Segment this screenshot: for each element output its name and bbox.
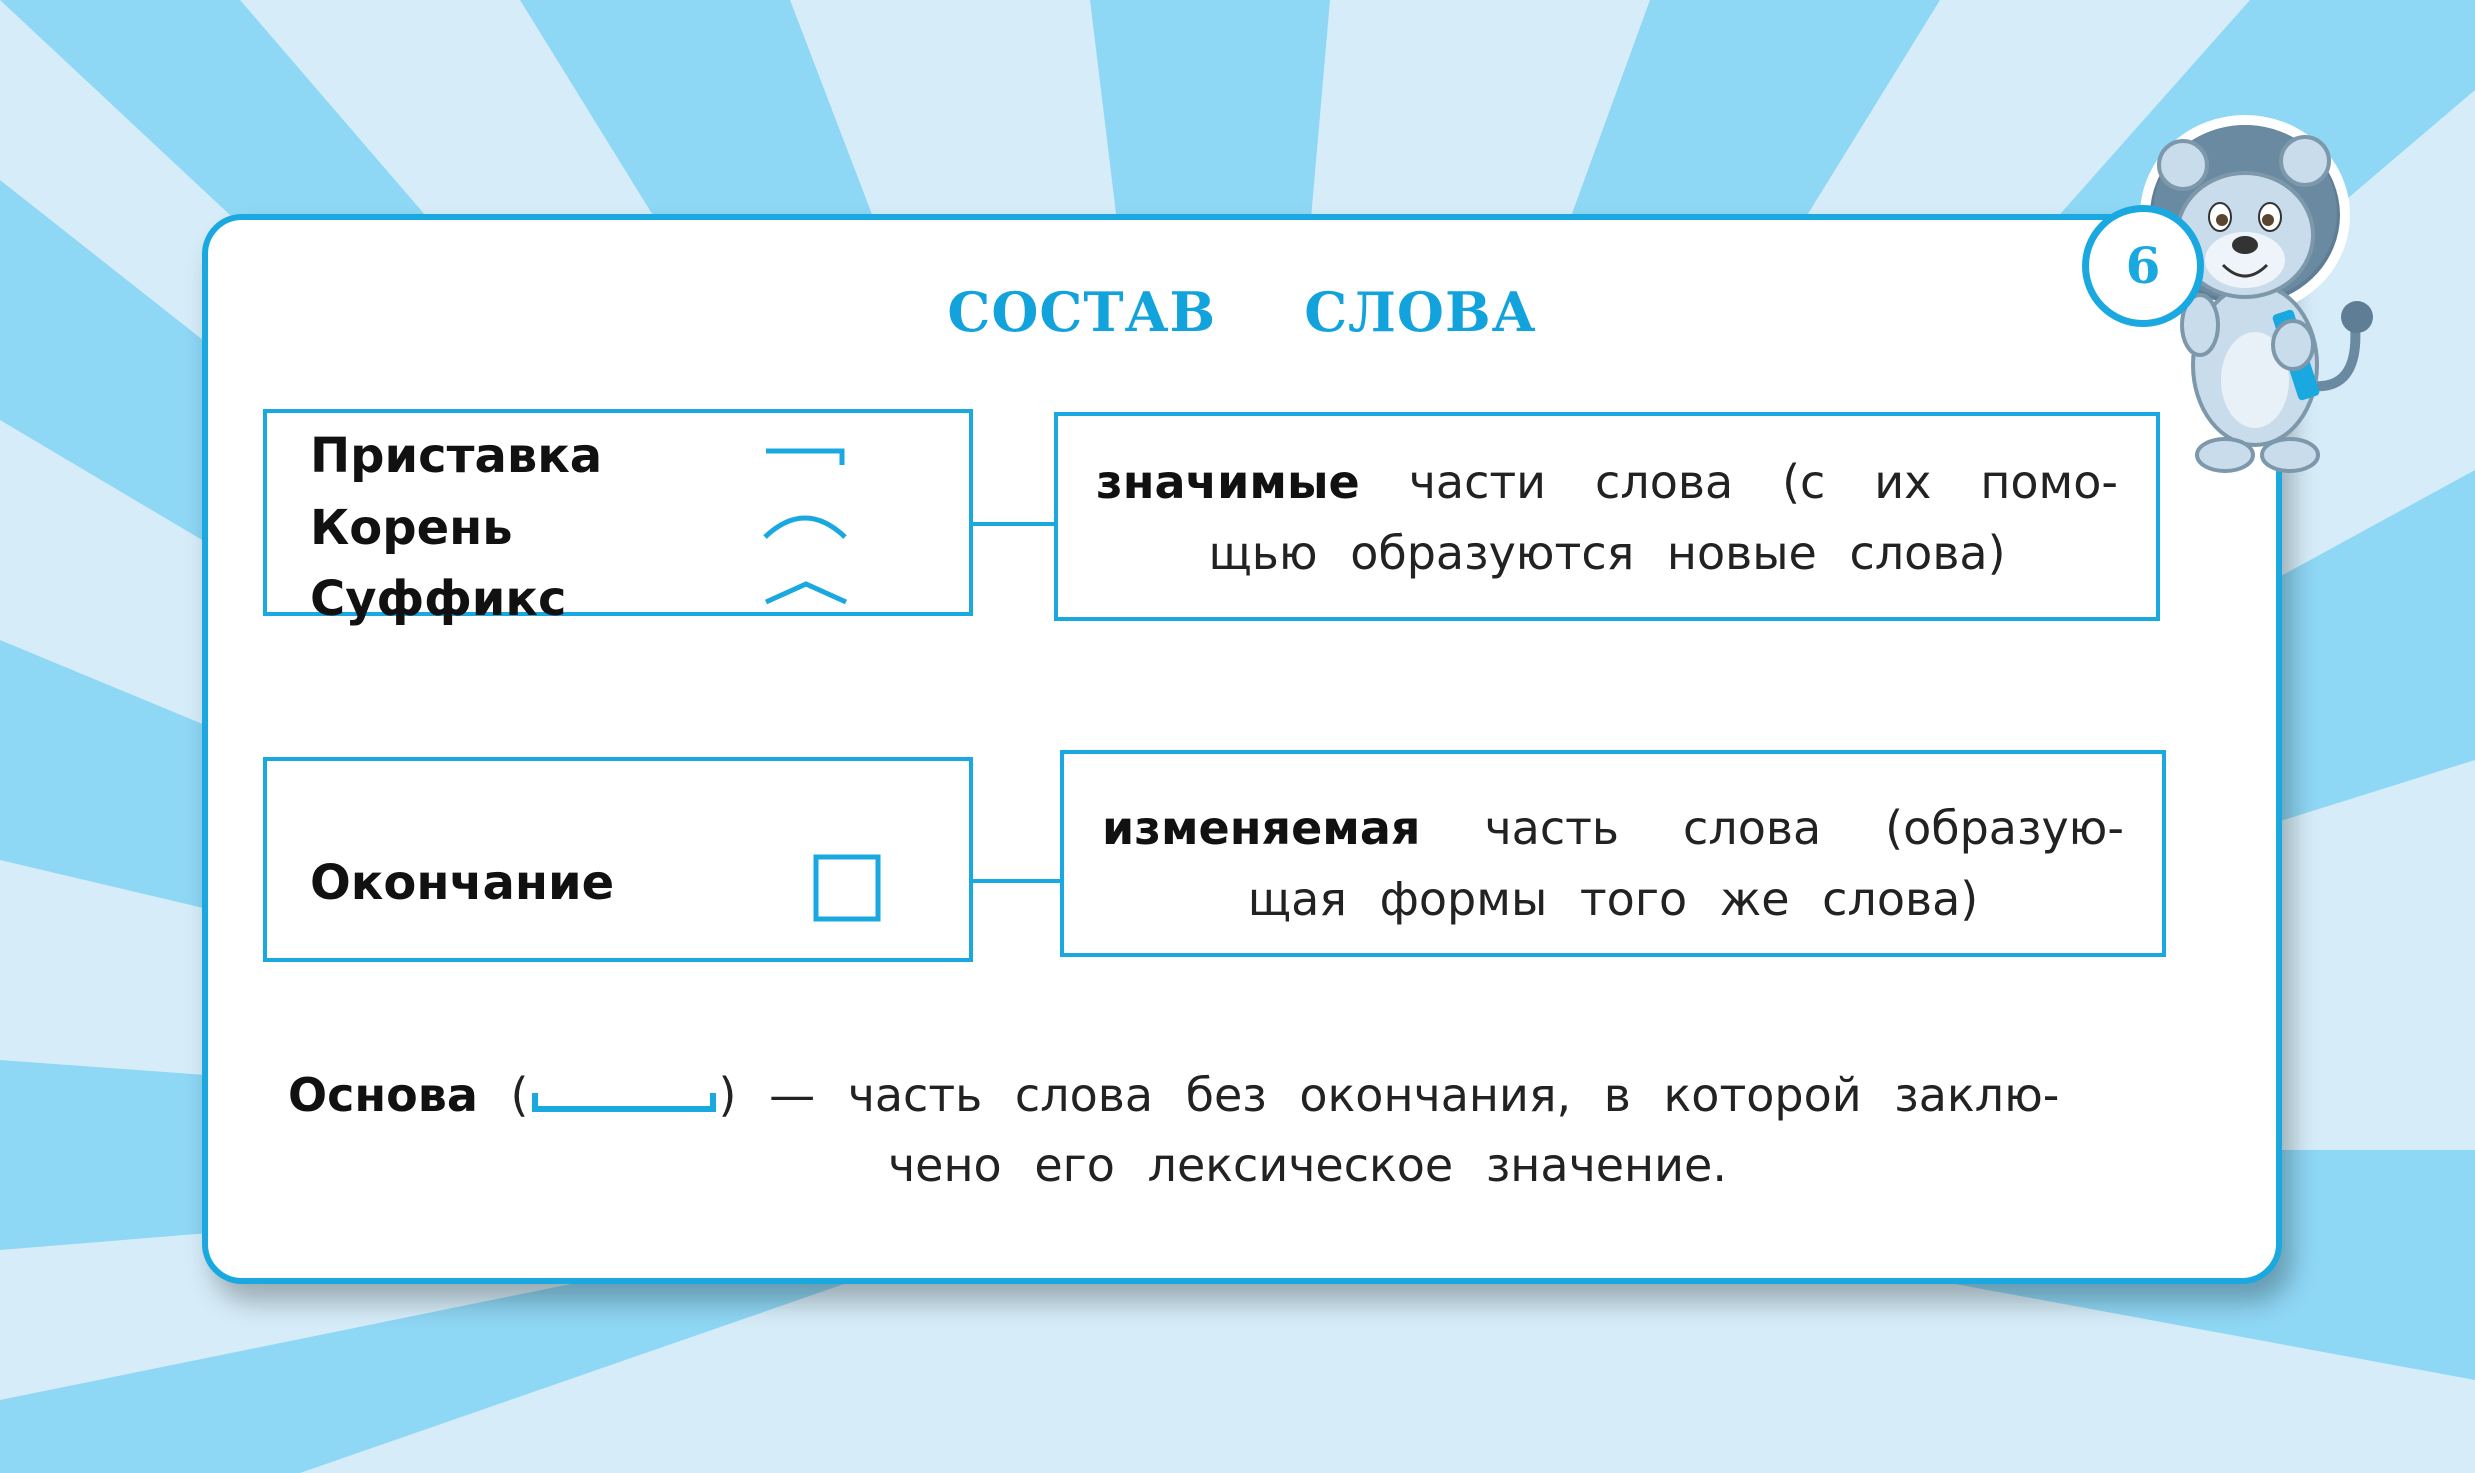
stem-line1-rest: ) — часть слова без окончания, в которой… xyxy=(718,1068,2060,1122)
stem-bracket-icon xyxy=(531,1093,716,1112)
prefix-mark-icon xyxy=(766,448,845,465)
changeable-rest: часть слова (образую-щая формы того же с… xyxy=(1247,801,2124,926)
suffix-label: Суффикс xyxy=(310,571,567,627)
root-label: Корень xyxy=(310,500,513,556)
stem-line2: чено его лексическое значение. xyxy=(888,1138,1727,1192)
root-arc-icon xyxy=(763,515,847,539)
ending-label: Окончание xyxy=(310,855,615,911)
significant-rest: части слова (с их помо-щью образуются но… xyxy=(1208,455,2118,580)
stem-bold: Основа xyxy=(288,1068,478,1122)
changeable-bold: изменяемая xyxy=(1102,801,1421,855)
suffix-caret-icon xyxy=(764,581,848,605)
prefix-label: Приставка xyxy=(310,428,603,484)
significant-box: значимые части слова (с их помо-щью обра… xyxy=(1054,412,2160,621)
card-title: СОСТАВ СЛОВА xyxy=(208,280,2276,344)
ending-square-icon xyxy=(813,854,881,922)
connector-line-2 xyxy=(973,879,1060,883)
changeable-description: изменяемая часть слова (образую-щая форм… xyxy=(1102,793,2124,935)
significant-bold: значимые xyxy=(1096,455,1360,509)
page-number-badge: 6 xyxy=(2082,205,2204,327)
stem-open-paren: ( xyxy=(510,1068,529,1122)
title-word-2: СЛОВА xyxy=(1304,280,1537,344)
title-word-1: СОСТАВ xyxy=(947,280,1217,344)
changeable-box: изменяемая часть слова (образую-щая форм… xyxy=(1060,750,2166,957)
significant-description: значимые части слова (с их помо-щью обра… xyxy=(1096,447,2118,589)
stem-definition: Основа ( ) — часть слова без окончания, в… xyxy=(288,1060,2196,1200)
morphemes-box: Приставка Корень Суффикс xyxy=(263,409,973,627)
rule-card: СОСТАВ СЛОВА Приставка Корень Суффикс зна… xyxy=(202,214,2282,1284)
ending-box: Окончание xyxy=(263,757,973,962)
connector-line-1 xyxy=(973,522,1054,526)
